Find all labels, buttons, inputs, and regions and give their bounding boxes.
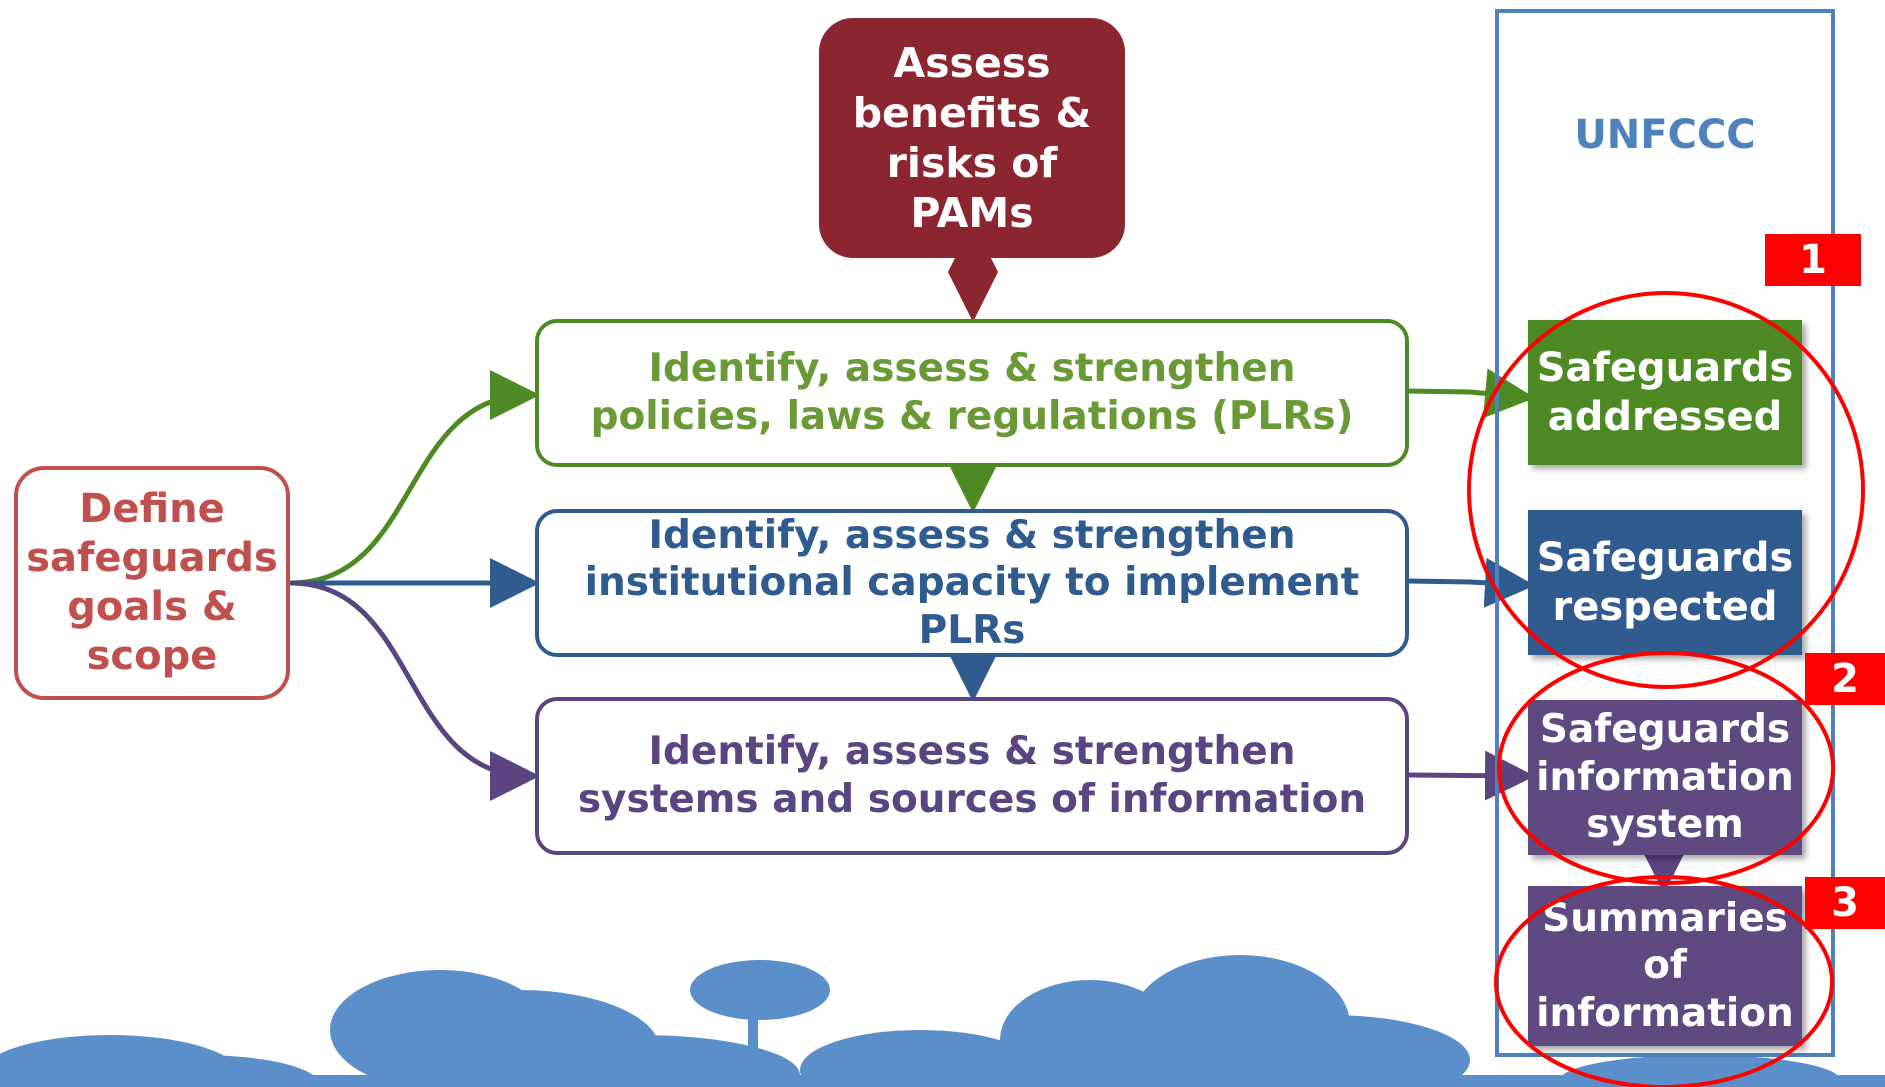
safeguards-respected-box: Safeguards respected (1528, 510, 1802, 655)
define-label: Define safeguards goals & scope (26, 486, 278, 679)
capacity-line1: Identify, assess & strengthen (648, 512, 1296, 558)
safeguards-addressed-label: Safeguards addressed (1536, 344, 1794, 440)
assess-box: Assess benefits & risks of PAMs (819, 18, 1125, 258)
badge-3: 3 (1805, 877, 1885, 929)
info-line1: Identify, assess & strengthen (648, 729, 1296, 775)
safeguards-respected-label: Safeguards respected (1536, 534, 1794, 630)
define-box: Define safeguards goals & scope (14, 466, 290, 700)
summaries-of-information-box: Summaries of information (1528, 886, 1802, 1046)
plr-line2: policies, laws & regulations (PLRs) (590, 394, 1354, 439)
capacity-box: Identify, assess & strengthen institutio… (535, 509, 1409, 657)
assess-label: Assess benefits & risks of PAMs (852, 38, 1092, 238)
safeguards-addressed-box: Safeguards addressed (1528, 320, 1802, 465)
badge-1: 1 (1765, 234, 1861, 286)
badge-2: 2 (1805, 653, 1885, 705)
plr-box: Identify, assess & strengthen policies, … (535, 319, 1409, 467)
plr-line1: Identify, assess & strengthen (648, 346, 1296, 392)
safeguards-information-system-box: Safeguards information system (1528, 700, 1802, 855)
summaries-of-information-label: Summaries of information (1536, 895, 1794, 1036)
unfccc-header: UNFCCC (1574, 112, 1756, 158)
info-line2: systems and sources of information (577, 777, 1367, 822)
info-box: Identify, assess & strengthen systems an… (535, 697, 1409, 855)
safeguards-information-system-label: Safeguards information system (1536, 707, 1794, 848)
capacity-line2: institutional capacity to implement PLRs (584, 560, 1360, 653)
